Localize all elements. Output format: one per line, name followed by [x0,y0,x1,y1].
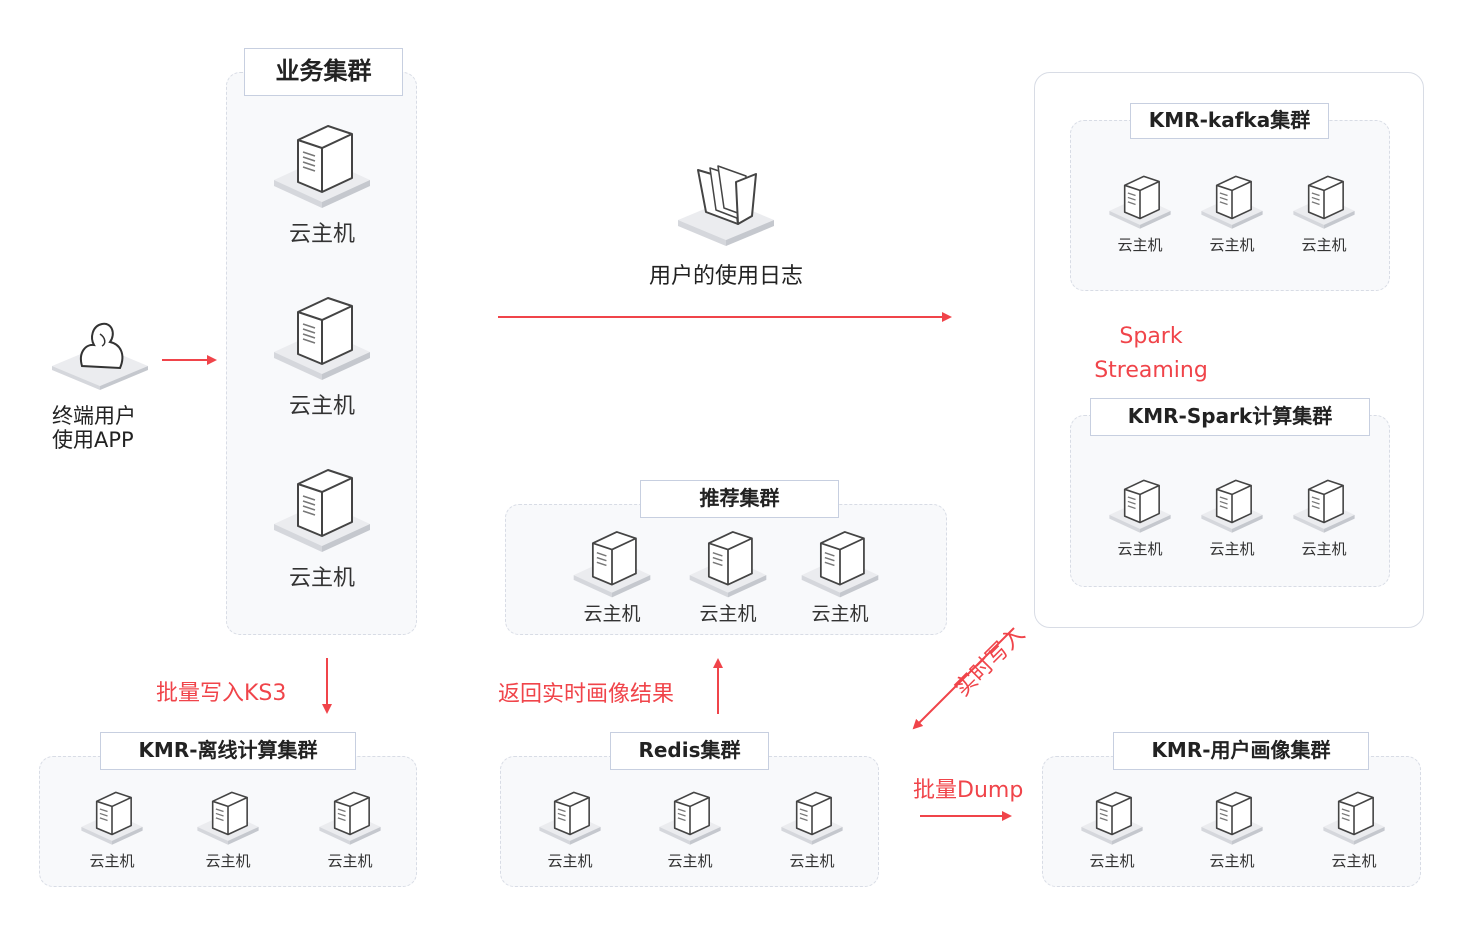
host-label: 云主机 [288,394,355,419]
server-icon [1081,791,1143,845]
host-recommend-2: 云主机 [688,524,768,626]
server-icon [1293,175,1355,229]
cluster-title-portrait: KMR-用户画像集群 [1113,732,1369,770]
server-icon [659,791,721,845]
server-icon [1109,479,1171,533]
cluster-title-recommend: 推荐集群 [640,480,839,518]
host-label: 云主机 [89,852,135,870]
server-icon [319,791,381,845]
user-label: 终端用户 使用APP [52,404,136,452]
host-label: 云主机 [1301,540,1347,558]
server-icon [1201,175,1263,229]
server-icon [539,791,601,845]
host-business-2: 云主机 [272,288,372,420]
end-user: 终端用户 使用APP [44,312,156,452]
host-label: 云主机 [789,852,835,870]
host-redis-1: 云主机 [538,786,602,871]
host-label: 云主机 [205,852,251,870]
host-portrait-3: 云主机 [1322,786,1386,871]
host-recommend-1: 云主机 [572,524,652,626]
host-redis-2: 云主机 [658,786,722,871]
host-label: 云主机 [547,852,593,870]
host-kafka-2: 云主机 [1200,170,1264,255]
host-offline-2: 云主机 [196,786,260,871]
host-label: 云主机 [667,852,713,870]
host-kafka-3: 云主机 [1292,170,1356,255]
host-spark-3: 云主机 [1292,474,1356,559]
server-icon [1201,791,1263,845]
cluster-title-spark: KMR-Spark计算集群 [1090,398,1370,436]
host-label: 云主机 [1089,852,1135,870]
folder-icon [677,165,774,246]
host-label: 云主机 [1301,236,1347,254]
server-icon [801,531,879,598]
server-icon [573,531,651,598]
host-label: 云主机 [1117,236,1163,254]
spark-streaming-label: Spark Streaming [1094,324,1208,383]
host-spark-1: 云主机 [1108,474,1172,559]
cluster-title-business: 业务集群 [244,48,403,96]
host-recommend-3: 云主机 [800,524,880,626]
cluster-title-redis: Redis集群 [610,732,769,770]
cluster-title-kafka: KMR-kafka集群 [1130,103,1329,139]
host-portrait-2: 云主机 [1200,786,1264,871]
host-business-1: 云主机 [272,116,372,248]
host-label: 云主机 [1331,852,1377,870]
host-label: 云主机 [1209,236,1255,254]
server-icon [1109,175,1171,229]
host-kafka-1: 云主机 [1108,170,1172,255]
label-return-result: 返回实时画像结果 [498,682,675,707]
host-spark-2: 云主机 [1200,474,1264,559]
host-label: 云主机 [288,566,355,591]
log-label: 用户的使用日志 [648,264,804,289]
server-icon [274,125,370,208]
server-icon [689,531,767,598]
host-business-3: 云主机 [272,460,372,592]
server-icon [81,791,143,845]
server-icon [1293,479,1355,533]
user-log: 用户的使用日志 [649,160,803,290]
server-icon [1201,479,1263,533]
server-icon [274,469,370,552]
host-label: 云主机 [699,603,757,625]
user-icon [52,322,148,390]
host-label: 云主机 [811,603,869,625]
host-label: 云主机 [288,222,355,247]
server-icon [197,791,259,845]
host-label: 云主机 [1117,540,1163,558]
server-icon [781,791,843,845]
host-portrait-1: 云主机 [1080,786,1144,871]
server-icon [1323,791,1385,845]
host-redis-3: 云主机 [780,786,844,871]
label-batch-dump: 批量Dump [913,778,1024,803]
host-label: 云主机 [327,852,373,870]
cluster-title-offline: KMR-离线计算集群 [100,732,356,770]
server-icon [274,297,370,380]
label-batch-ks3: 批量写入KS3 [156,681,287,706]
host-label: 云主机 [583,603,641,625]
host-label: 云主机 [1209,852,1255,870]
arrow-spark-to-redis [912,627,1015,730]
host-offline-3: 云主机 [318,786,382,871]
host-offline-1: 云主机 [80,786,144,871]
host-label: 云主机 [1209,540,1255,558]
